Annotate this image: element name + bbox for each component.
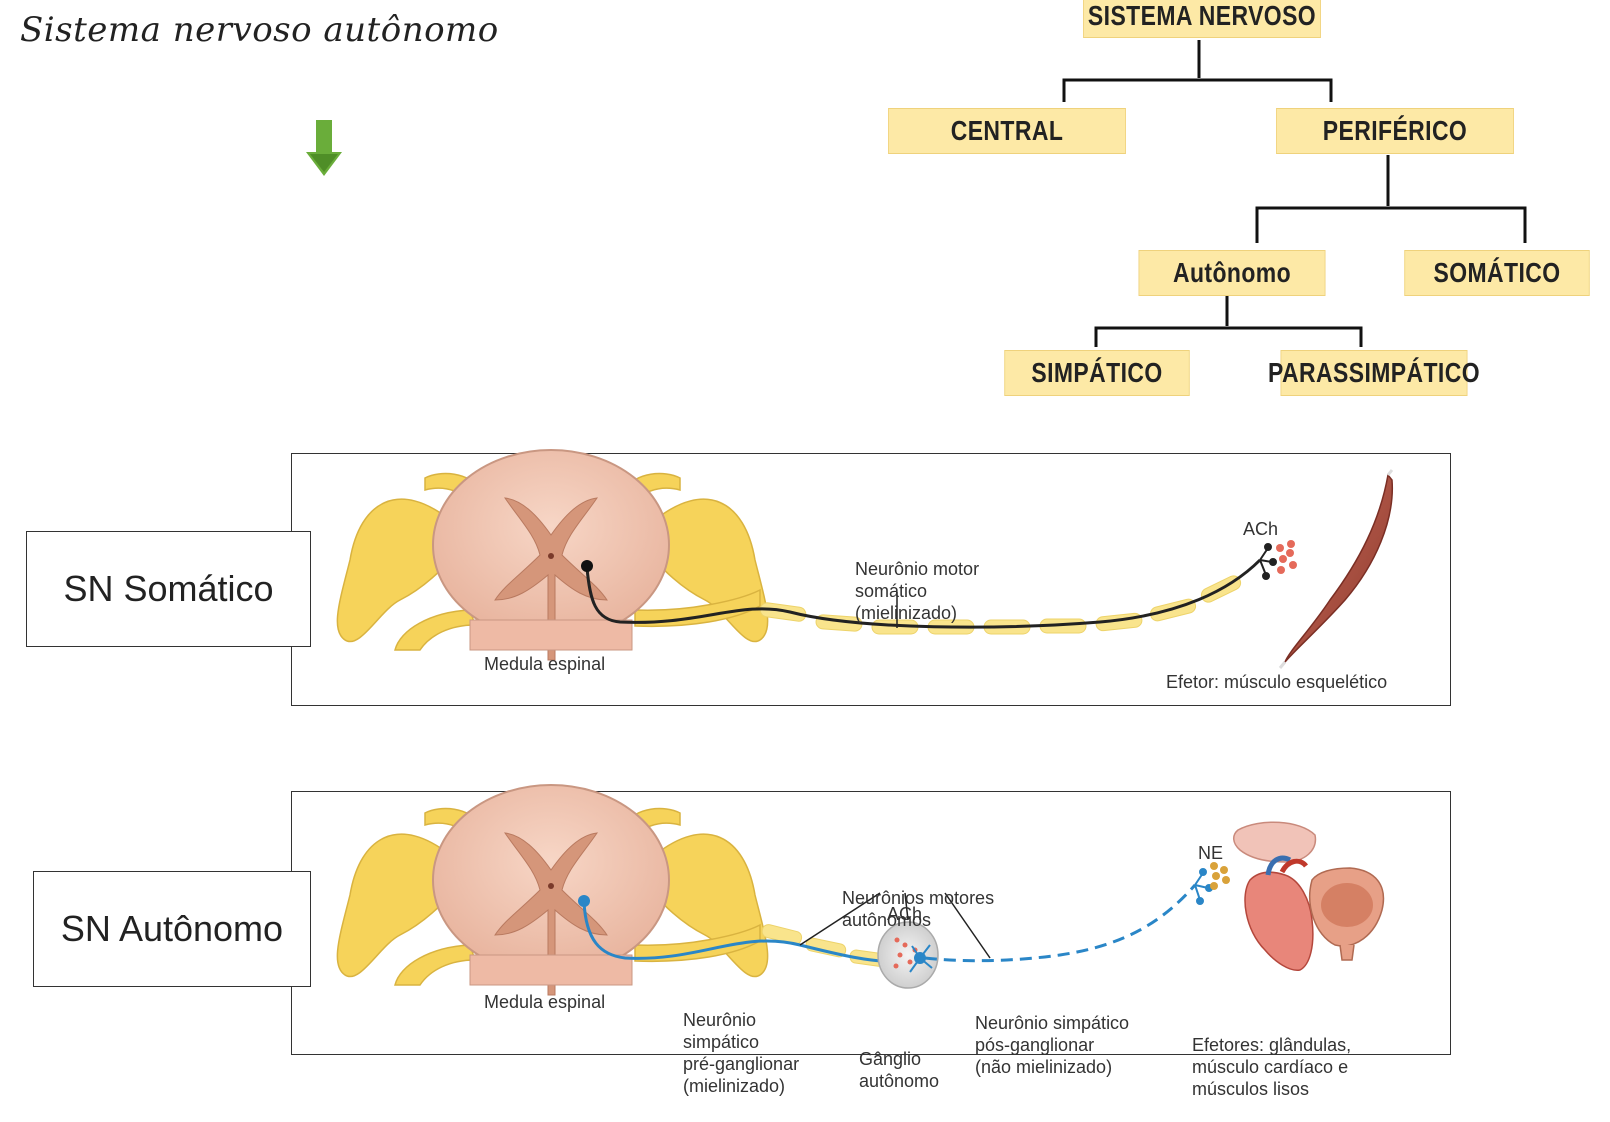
somatic-spinal-cord-label: Medula espinal: [484, 654, 606, 674]
autonomic-neuron-cell-body: [578, 895, 590, 907]
autonomic-leaders: [799, 892, 991, 959]
autonomic-figure: [336, 784, 1385, 996]
autonomic-axon-terminal: [1194, 868, 1213, 905]
somatic-ach-label: ACh: [1243, 519, 1279, 539]
tree-node-periferico: PERIFÉRICO: [1276, 108, 1514, 154]
autonomic-nerve-roots: [336, 807, 769, 986]
somatic-axon: [585, 558, 1262, 629]
tree-node-central: CENTRAL: [888, 108, 1126, 154]
ne-vesicles: [1210, 862, 1230, 890]
somatic-label: SN Somático: [63, 568, 274, 609]
somatic-axon-terminal: [1259, 543, 1277, 580]
tree-node-somatico: SOMÁTICO: [1404, 250, 1590, 296]
tree-node-autonomo: Autônomo: [1138, 250, 1326, 296]
gland-icon: [1233, 821, 1317, 863]
somatic-figure: [336, 449, 1394, 669]
ganglion-ach-vesicles: [893, 937, 918, 969]
heart-icon: [1244, 871, 1314, 971]
autonomic-ne-label: NE: [1198, 843, 1224, 863]
postganglionic-cell-body: [909, 944, 933, 973]
somatic-effector-label: Efetor: músculo esquelético: [1166, 672, 1388, 692]
somatic-neuron-cell-body: [581, 560, 593, 572]
hierarchy-connectors: [1062, 40, 1527, 347]
autonomic-spinal-cord-label: Medula espinal: [484, 992, 606, 1012]
somatic-spinal-cord: [432, 449, 670, 661]
skeletal-muscle-icon: [1284, 473, 1394, 663]
autonomic-preganglionic-axon: [582, 901, 901, 964]
somatic-label-box: SN Somático: [26, 531, 311, 647]
autonomic-label: SN Autônomo: [60, 908, 284, 949]
tree-node-sistema-nervoso: SISTEMA NERVOSO: [1083, 0, 1321, 38]
autonomic-label-box: SN Autônomo: [33, 871, 311, 987]
autonomic-postganglionic-axon: [924, 884, 1197, 963]
autonomic-ach-label: ACh: [887, 904, 923, 924]
somatic-ach-vesicles: [1276, 540, 1297, 574]
tree-node-parassimpatico: PARASSIMPÁTICO: [1268, 350, 1480, 396]
autonomic-ganglion: [877, 921, 939, 989]
page-title: Sistema nervoso autônomo: [20, 10, 499, 50]
arrow-down-icon: [306, 120, 342, 176]
autonomic-spinal-cord: [432, 784, 670, 996]
tree-node-simpatico: SIMPÁTICO: [1004, 350, 1190, 396]
